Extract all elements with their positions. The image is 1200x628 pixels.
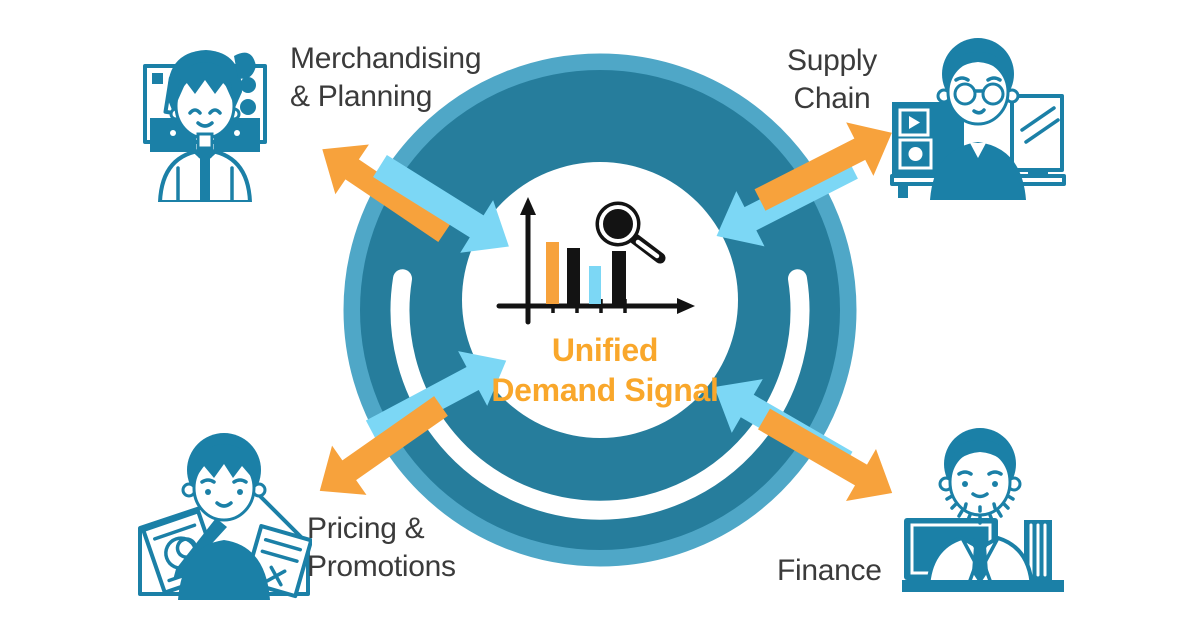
label-merchandising-planning: Merchandising & Planning bbox=[290, 40, 482, 116]
play-icon bbox=[909, 116, 920, 129]
man-in-suit-icon bbox=[902, 428, 1064, 592]
center-title: Unified Demand Signal bbox=[440, 330, 770, 410]
pen bbox=[173, 518, 227, 580]
tie bbox=[200, 157, 210, 202]
label-pricing-promotions: Pricing & Promotions bbox=[307, 510, 456, 586]
glasses bbox=[981, 82, 1005, 106]
label-line: Pricing & bbox=[307, 512, 425, 545]
bangs bbox=[177, 62, 233, 100]
ponytail bbox=[234, 52, 256, 79]
photo-icon bbox=[908, 147, 923, 161]
chart-bar-black bbox=[567, 248, 580, 304]
label-line: Chain bbox=[793, 82, 871, 115]
chart-bar-blue bbox=[589, 266, 601, 304]
desk bbox=[902, 580, 1064, 592]
man-with-documents-icon bbox=[138, 433, 312, 600]
label-line: Finance bbox=[777, 554, 882, 587]
label-supply-chain: Supply Chain bbox=[762, 42, 902, 118]
man-with-glasses-icon bbox=[890, 38, 1066, 200]
torso bbox=[178, 540, 270, 600]
center-title-line2: Demand Signal bbox=[491, 372, 719, 408]
doodle bbox=[265, 565, 287, 587]
bar-chart-magnifier-icon bbox=[496, 197, 695, 325]
chart-bar-black bbox=[612, 251, 626, 304]
label-line: Promotions bbox=[307, 550, 456, 583]
label-line: Merchandising bbox=[290, 42, 482, 75]
fringe bbox=[194, 444, 254, 480]
label-finance: Finance bbox=[777, 552, 882, 590]
tie bbox=[972, 546, 988, 584]
glasses bbox=[953, 82, 977, 106]
label-line: & Planning bbox=[290, 80, 433, 113]
ring-white-swoosh-gap bbox=[390, 269, 810, 520]
beard bbox=[945, 494, 1015, 525]
chart-bar-orange bbox=[546, 242, 559, 304]
y-axis-arrowhead bbox=[520, 197, 536, 215]
center-title-line1: Unified bbox=[551, 332, 659, 368]
magnifier-icon bbox=[595, 201, 666, 264]
label-line: Supply bbox=[787, 44, 877, 77]
torso bbox=[930, 142, 1026, 200]
woman-analyst-icon bbox=[143, 50, 267, 202]
x-axis-arrowhead bbox=[677, 298, 695, 314]
ring-outer-light-band bbox=[343, 53, 857, 567]
